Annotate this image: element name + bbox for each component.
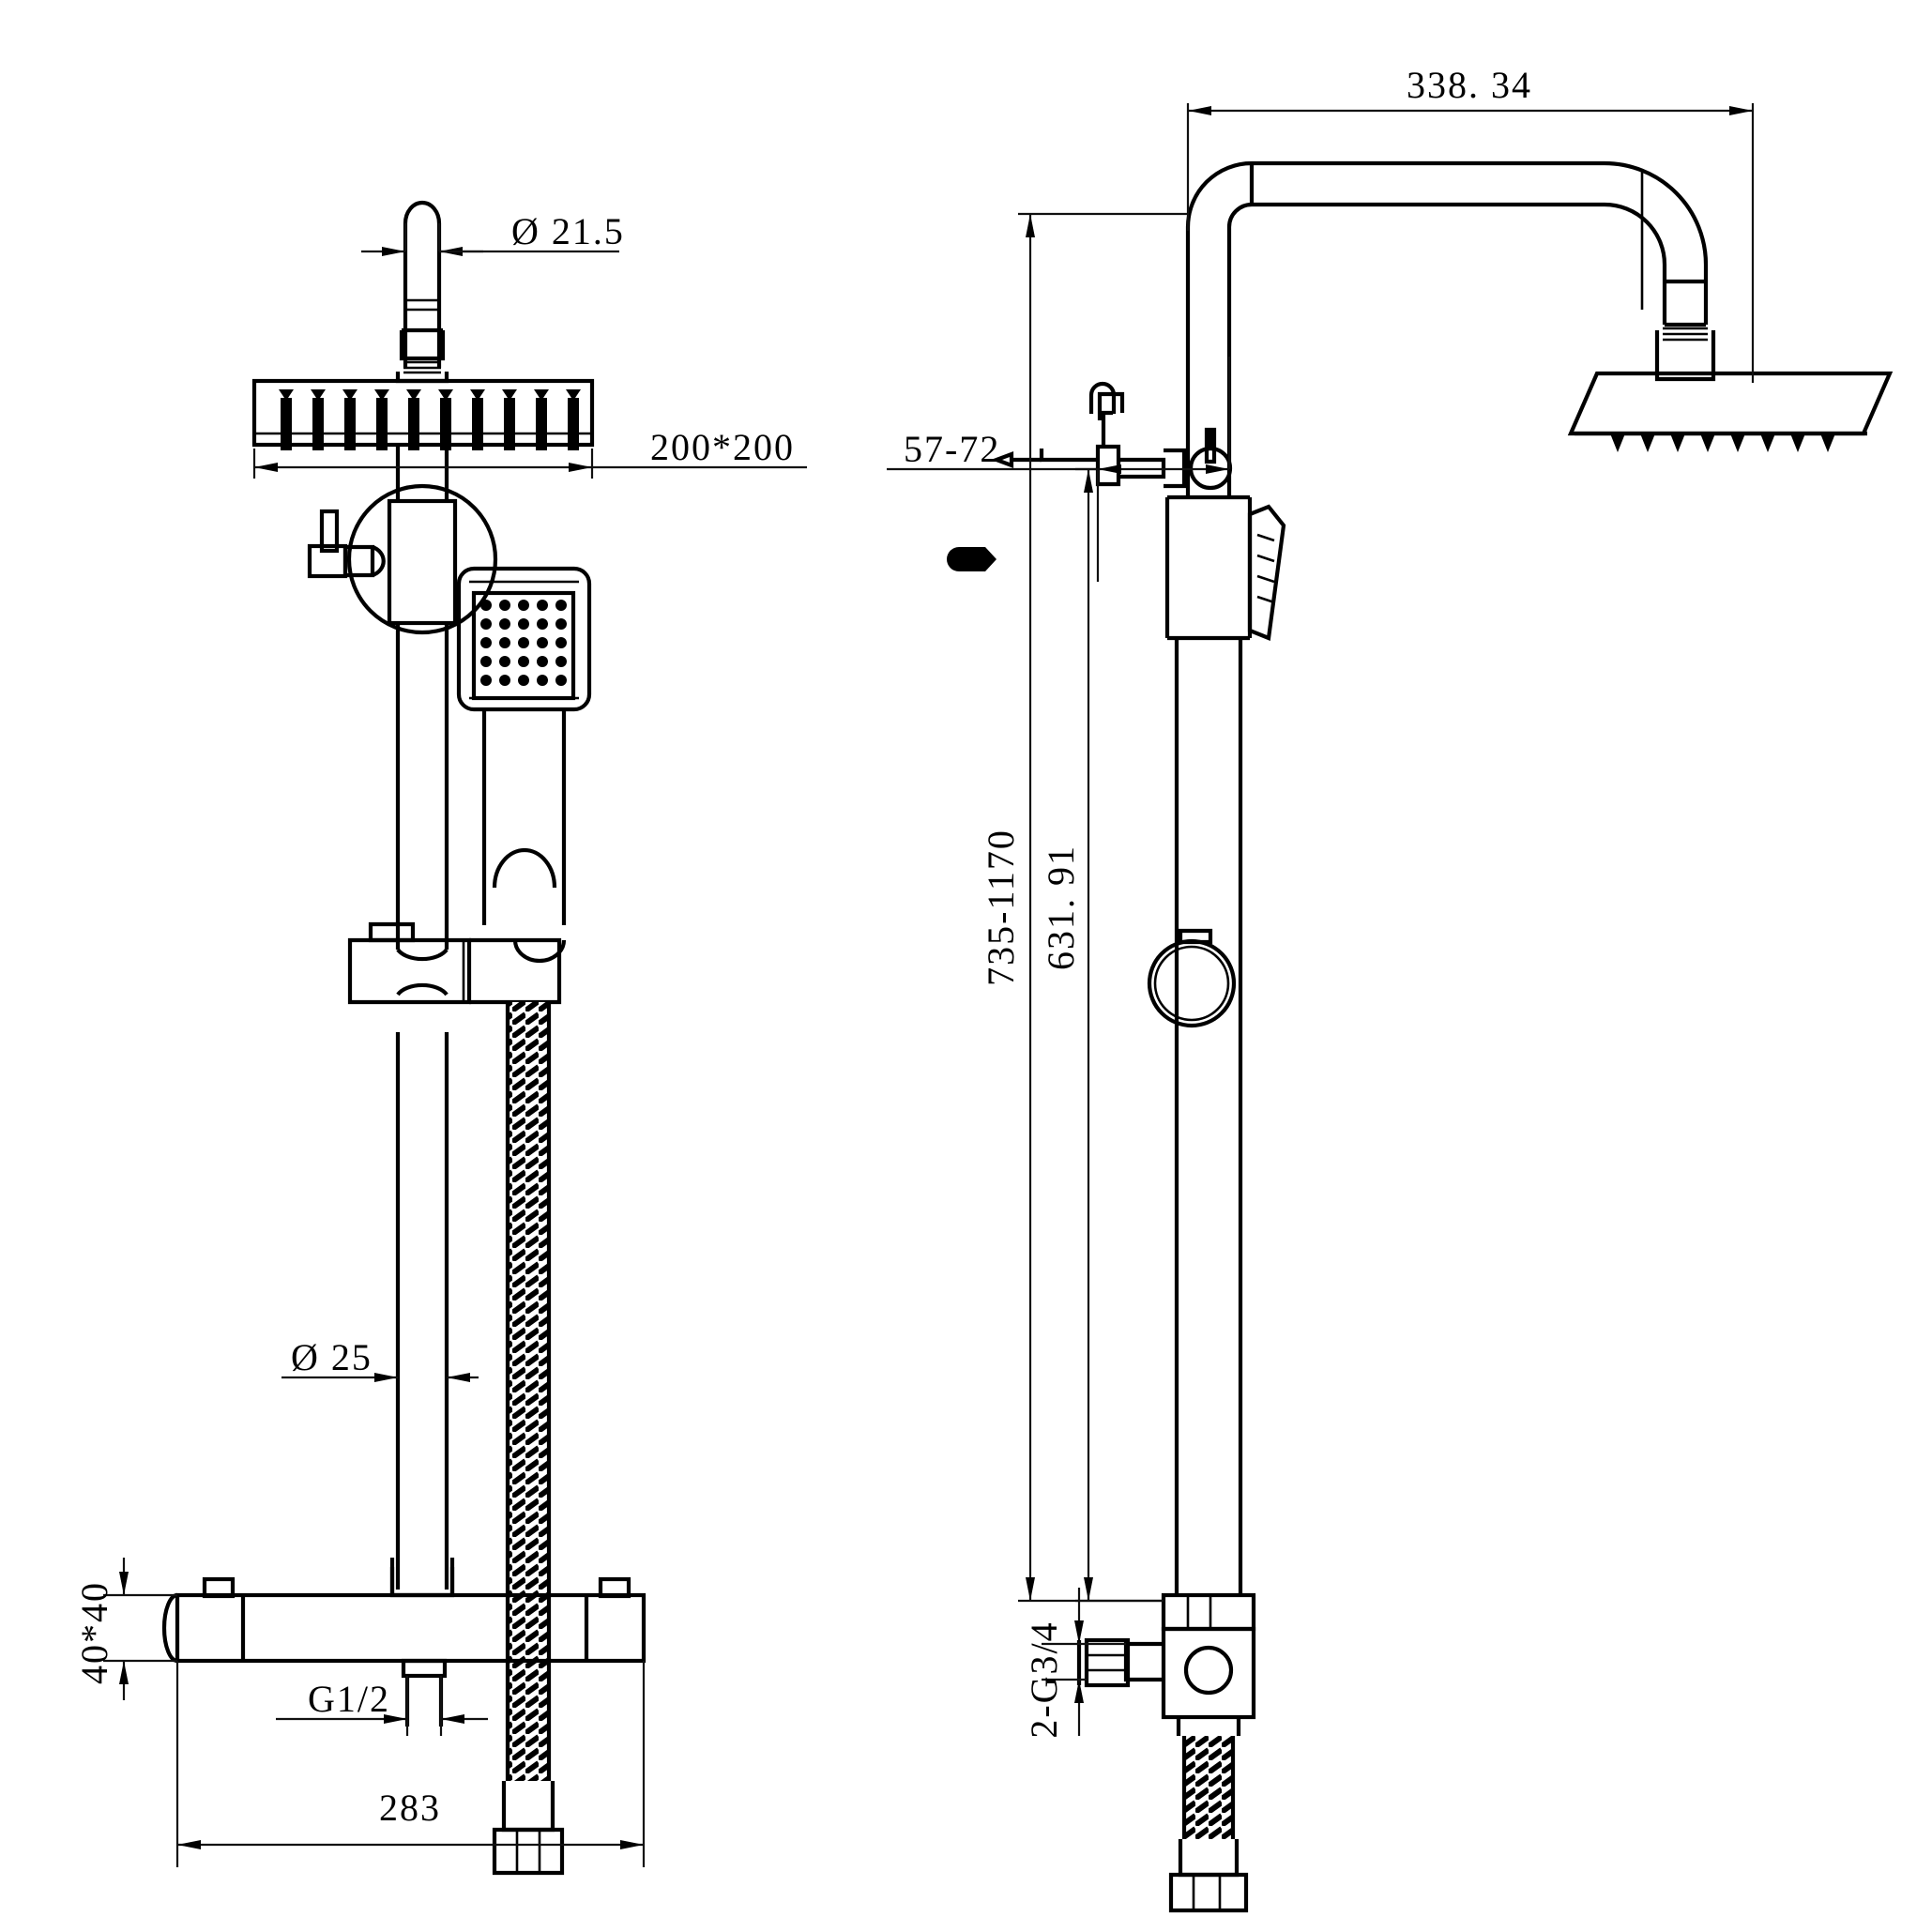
- dim-riser-height: 631. 91: [1040, 467, 1164, 1603]
- side-view-group: 338. 34 57-72 735-1170: [887, 64, 1894, 1913]
- dim-wall-offset-range: 57-72: [887, 357, 1231, 582]
- dim-valve-body-width: 283: [175, 1661, 646, 1867]
- dim-label-wall-offset: 57-72: [904, 428, 1000, 470]
- dim-label-arm-projection: 338. 34: [1407, 64, 1532, 106]
- dim-valve-body-section: 40*40: [73, 1558, 177, 1700]
- dim-label-riser-diameter: Ø 21.5: [511, 210, 625, 252]
- dim-label-handshower-thread: G1/2: [308, 1678, 390, 1720]
- front-thermostatic-valve-body: [161, 1567, 647, 1727]
- dim-label-rain-head-size: 200*200: [650, 426, 795, 468]
- dim-handshower-outlet-thread: G1/2: [276, 1676, 488, 1736]
- front-hand-shower: [456, 566, 592, 925]
- dim-label-slide-bar-diameter: Ø 25: [291, 1336, 373, 1378]
- front-rain-shower-head: [251, 378, 595, 450]
- dim-head-height-range: 735-1170: [980, 212, 1188, 1603]
- dim-label-inlet-thread: 2-G3/4: [1023, 1620, 1065, 1738]
- side-rain-head-nozzles: [1610, 434, 1835, 452]
- front-diverter-block: [307, 483, 498, 635]
- dim-label-valve-body-section: 40*40: [73, 1581, 115, 1684]
- side-valve-body: [1076, 1592, 1256, 1913]
- dim-slide-bar-diameter: Ø 25: [281, 1336, 479, 1382]
- side-slide-bracket-ring: [1147, 928, 1237, 1028]
- dim-rain-head-size: 200*200: [252, 426, 807, 479]
- dim-riser-pipe-diameter: Ø 21.5: [361, 210, 625, 256]
- rain-head-nozzles: [279, 389, 581, 450]
- side-anchor-plug-icon: [947, 547, 996, 571]
- front-view-group: Ø 21.5 200*200 Ø 25 40*40: [73, 200, 807, 1876]
- front-shower-hose: [492, 1002, 565, 1876]
- front-diverter-handle: [307, 509, 386, 579]
- dim-label-head-height-range: 735-1170: [980, 829, 1022, 986]
- front-slide-holder-bracket: [347, 921, 567, 1005]
- dim-inlet-thread: 2-G3/4: [1023, 1588, 1126, 1739]
- dim-label-riser-height: 631. 91: [1040, 844, 1082, 970]
- hand-shower-nozzle-grid: [480, 600, 567, 686]
- dim-arm-projection: 338. 34: [1186, 64, 1755, 383]
- side-rain-shower-head: [1567, 371, 1894, 452]
- dim-label-valve-body-width: 283: [379, 1787, 441, 1829]
